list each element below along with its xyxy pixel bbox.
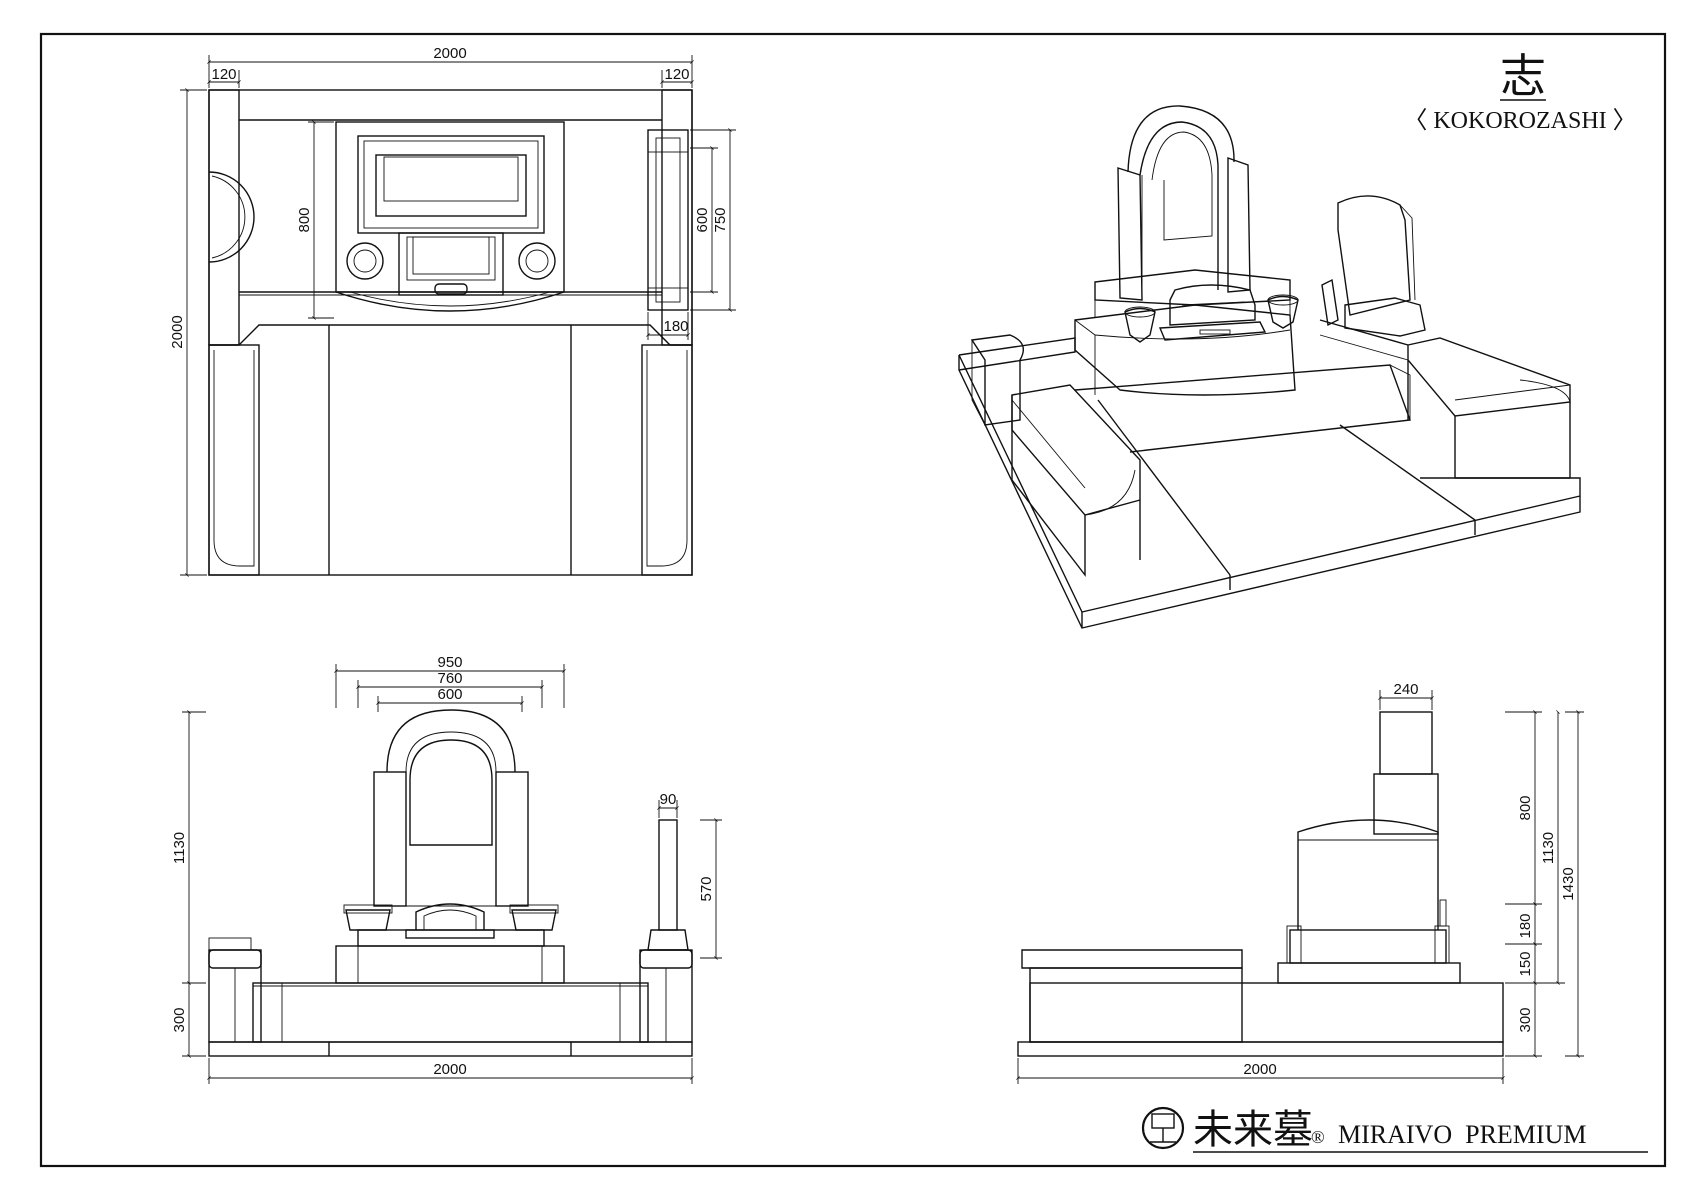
front-post-height-label: 570 (698, 876, 715, 901)
plan-side-outer-label: 750 (712, 207, 729, 232)
brand-name-jp: 未来墓 (1193, 1107, 1313, 1152)
plan-stone-depth-label: 800 (296, 207, 313, 232)
front-width-label: 2000 (433, 1061, 466, 1078)
plan-side-width-label: 180 (663, 318, 688, 335)
plan-side-inner-label: 600 (694, 207, 711, 232)
title-name: 〈 KOKOROZASHI 〉 (1403, 108, 1636, 134)
front-elevation: 950 760 600 90 570 1130 300 2000 (171, 654, 722, 1084)
perspective-view (958, 105, 1581, 629)
side-h1130-label: 1130 (1540, 832, 1557, 864)
brand-block: 未来墓 ® MIRAIVO PREMIUM (1141, 1106, 1648, 1153)
plan-width-label: 2000 (433, 45, 466, 62)
brand-registered: ® (1311, 1127, 1325, 1147)
side-h1430-label: 1430 (1560, 867, 1577, 900)
brand-name-en: MIRAIVO PREMIUM (1338, 1120, 1586, 1149)
front-total-height-label: 1130 (171, 832, 188, 864)
brand-logo-icon (1141, 1106, 1185, 1150)
sheet-border (39, 32, 1667, 1168)
side-h150-label: 150 (1517, 951, 1534, 976)
front-w950-label: 950 (437, 654, 462, 671)
side-width-label: 2000 (1243, 1061, 1276, 1078)
front-base-height-label: 300 (171, 1007, 188, 1032)
front-w760-label: 760 (437, 670, 462, 687)
plan-left-margin-label: 120 (211, 66, 236, 83)
side-h180-label: 180 (1517, 913, 1534, 938)
side-h300-label: 300 (1517, 1007, 1534, 1032)
title-block: 志 〈 KOKOROZASHI 〉 (1403, 51, 1636, 134)
plan-view: 2000 120 120 2000 800 600 750 180 (169, 45, 736, 577)
side-h800-label: 800 (1517, 795, 1534, 820)
plan-depth-label: 2000 (169, 315, 186, 348)
side-top-width-label: 240 (1393, 681, 1418, 698)
side-elevation: 240 800 180 150 300 1130 1430 2000 (1016, 681, 1584, 1084)
title-kanji: 志 (1500, 51, 1546, 102)
plan-right-margin-label: 120 (664, 66, 689, 83)
front-w600-label: 600 (437, 686, 462, 703)
front-post-width-label: 90 (660, 791, 677, 808)
